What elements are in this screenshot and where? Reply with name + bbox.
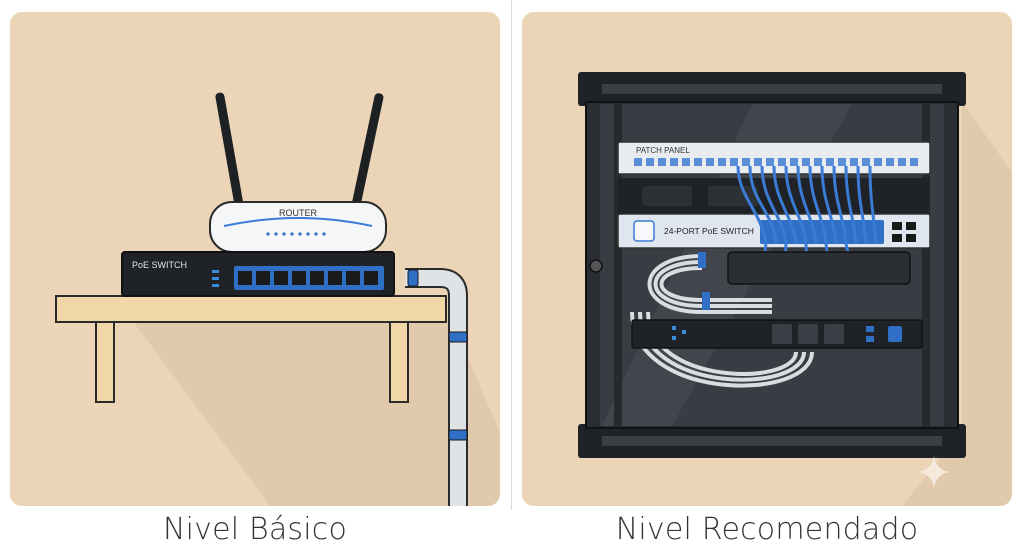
- caption-basic-level: Nivel Básico: [162, 512, 348, 547]
- cable-manager: [618, 178, 930, 214]
- cable-tie-upper: [698, 252, 706, 268]
- basic-level-illustration: ROUTER PoE SWITCH: [55, 92, 500, 506]
- recommended-level-illustration: PATCH PANEL 24-PORT PoE SWITCH: [578, 72, 1012, 506]
- cable-tie-lower: [702, 292, 710, 310]
- cable-tray: [727, 251, 911, 285]
- panel-divider: [511, 0, 512, 510]
- caption-recommended-level: Nivel Recomendado: [615, 512, 919, 547]
- router-label: ROUTER: [279, 208, 318, 218]
- recommended-level-panel: PATCH PANEL 24-PORT PoE SWITCH: [522, 12, 1012, 506]
- power-distribution-unit: [631, 319, 923, 349]
- wooden-shelf: [55, 295, 447, 403]
- router-antennas: [215, 92, 384, 210]
- patch-panel-label: PATCH PANEL: [636, 146, 690, 155]
- patch-panel: PATCH PANEL: [617, 141, 931, 175]
- sparkle-icon: [918, 456, 950, 488]
- router: ROUTER: [209, 201, 387, 253]
- basic-level-panel: ROUTER PoE SWITCH: [10, 12, 500, 506]
- poe-switch-label: PoE SWITCH: [132, 260, 187, 270]
- cable-conduit: [405, 268, 468, 506]
- poe-switch: PoE SWITCH: [121, 251, 395, 297]
- switch-label: 24-PORT PoE SWITCH: [664, 226, 754, 236]
